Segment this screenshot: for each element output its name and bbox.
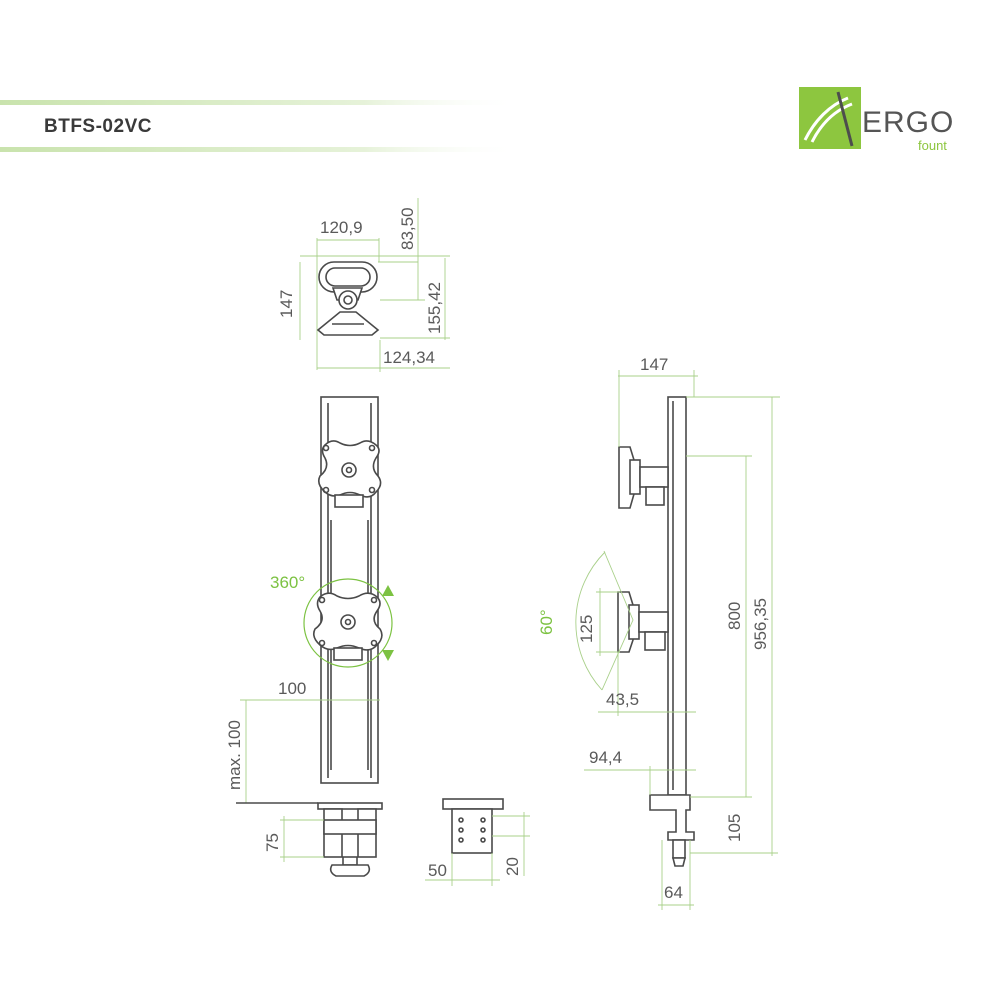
dim-top-height: 147	[277, 290, 296, 318]
dim-top-depth: 83,50	[398, 207, 417, 250]
front-view: 360° 100 max. 100 75	[225, 396, 394, 877]
dim-grommet-50: 50	[428, 861, 447, 880]
dim-clamp-75: 75	[263, 833, 282, 852]
dim-side-depth: 147	[640, 355, 668, 374]
dim-arm-43: 43,5	[606, 690, 639, 709]
model-title: BTFS-02VC	[44, 116, 152, 137]
dim-top-base: 124,34	[383, 348, 435, 367]
dim-arm-94: 94,4	[589, 748, 622, 767]
dim-rotation: 360°	[270, 573, 305, 592]
dim-top-width: 120,9	[320, 218, 363, 237]
dim-top-height2: 155,42	[425, 282, 444, 334]
dim-max-offset: max. 100	[225, 720, 244, 790]
header-lines	[0, 100, 520, 152]
top-view: 120,9 83,50 147 155,42 124,34	[277, 198, 450, 372]
grommet-view: 50 20	[425, 798, 530, 886]
dim-pole-800: 800	[725, 602, 744, 630]
dim-clamp-64: 64	[664, 883, 683, 902]
side-view: 60° 125 147 43,5 94,4 800 956,35 105 64	[537, 355, 780, 910]
brand-logo: ERGO fount	[799, 87, 954, 153]
dim-vesa-side: 125	[577, 615, 596, 643]
dim-pole-total: 956,35	[751, 598, 770, 650]
logo-sub: fount	[918, 138, 947, 153]
dim-tilt: 60°	[537, 609, 556, 635]
dim-clamp-105: 105	[725, 814, 744, 842]
dim-grommet-20: 20	[503, 857, 522, 876]
dim-vesa-front: 100	[278, 679, 306, 698]
logo-brand: ERGO	[862, 106, 954, 139]
